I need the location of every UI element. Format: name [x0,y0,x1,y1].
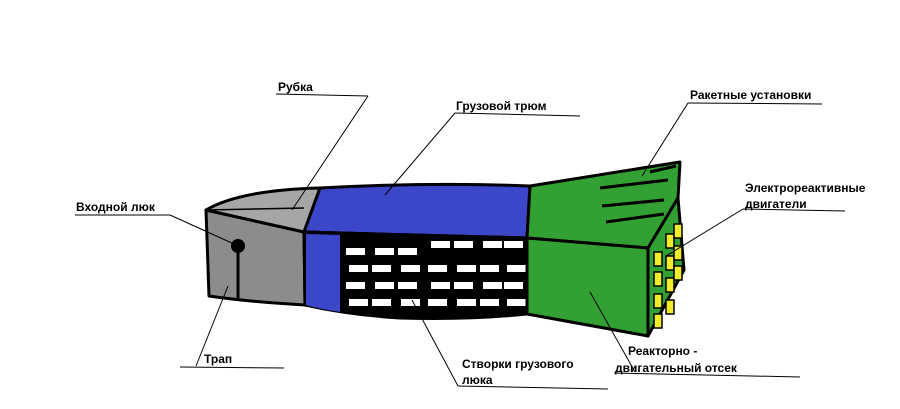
entrance-hatch-icon [231,239,245,253]
cargo-hatch-panel [507,299,526,306]
cabin-divider [205,207,305,211]
cargo-hatch-panel [457,299,476,306]
cargo-hatch-panel [401,265,420,272]
cargo-side-stripe [306,234,340,312]
engine-window [665,233,675,249]
cargo-hatch-panel [480,299,499,306]
cargo-hatch-panel [375,282,394,289]
engine-windows [653,223,683,329]
cargo-hatch-panel [483,241,502,248]
cargo-hatch-panel [457,265,476,272]
label-reaktorno-line1: Реакторно - [628,344,697,358]
cargo-hatch-panel [398,282,417,289]
engine-window [653,271,663,287]
rocket-launcher-strokes [599,164,677,224]
cargo-hatch-panel [346,282,365,289]
cargo-hatch-panel [372,265,391,272]
reactor-engine-front [525,236,650,338]
label-stvorki-line2: люка [462,373,493,387]
engine-window [665,255,675,271]
label-elektro-line1: Электрореактивные [745,181,866,195]
cargo-hatch-panel [507,265,526,272]
engine-window [665,299,675,315]
label-rubka: Рубка [278,80,313,94]
cargo-hatch-panel [372,299,391,306]
diagram-labels: Рубка Грузовой трюм Ракетные установки Э… [76,80,866,387]
leader-lines [75,93,846,390]
cargo-hatch-panel [480,265,499,272]
cargo-hatch-panel [349,265,368,272]
cargo-hatch-panel [431,241,450,248]
engine-window [653,251,663,267]
cargo-hatch-panel [346,248,365,255]
cargo-hatch-panel [454,282,473,289]
cargo-hatch-panel [483,282,502,289]
engine-window [673,223,683,239]
label-stvorki-line1: Створки грузового [462,357,574,371]
engine-window [665,277,675,293]
cargo-hatch-panel [428,299,447,306]
cargo-hatch-panel [431,282,450,289]
cargo-hatch-panel [504,282,523,289]
label-trap: Трап [204,352,232,366]
cargo-hatch-panel [504,241,523,248]
engine-window [673,245,683,261]
label-gruzovoy-trum: Грузовой трюм [456,99,547,113]
cargo-hatch-doors [346,241,526,306]
spaceship [204,160,686,338]
cargo-hatch-panel [349,299,368,306]
label-vkhodnoy-lyuk: Входной люк [76,200,156,214]
label-raketnye-ustanovki: Ракетные установки [690,88,811,102]
cargo-hatch-panel [454,241,473,248]
label-reaktorno-line2: двигательный отсек [615,361,738,375]
cargo-hatch-panel [375,248,394,255]
cargo-hatch-panel [428,265,447,272]
cargo-hatch-panel [401,299,420,306]
cargo-hold-top [302,182,532,240]
label-elektro-line2: двигатели [745,197,807,211]
engine-window [673,265,683,281]
engine-window [653,293,663,309]
engine-window [653,313,663,329]
cargo-hatch-panel [398,248,417,255]
